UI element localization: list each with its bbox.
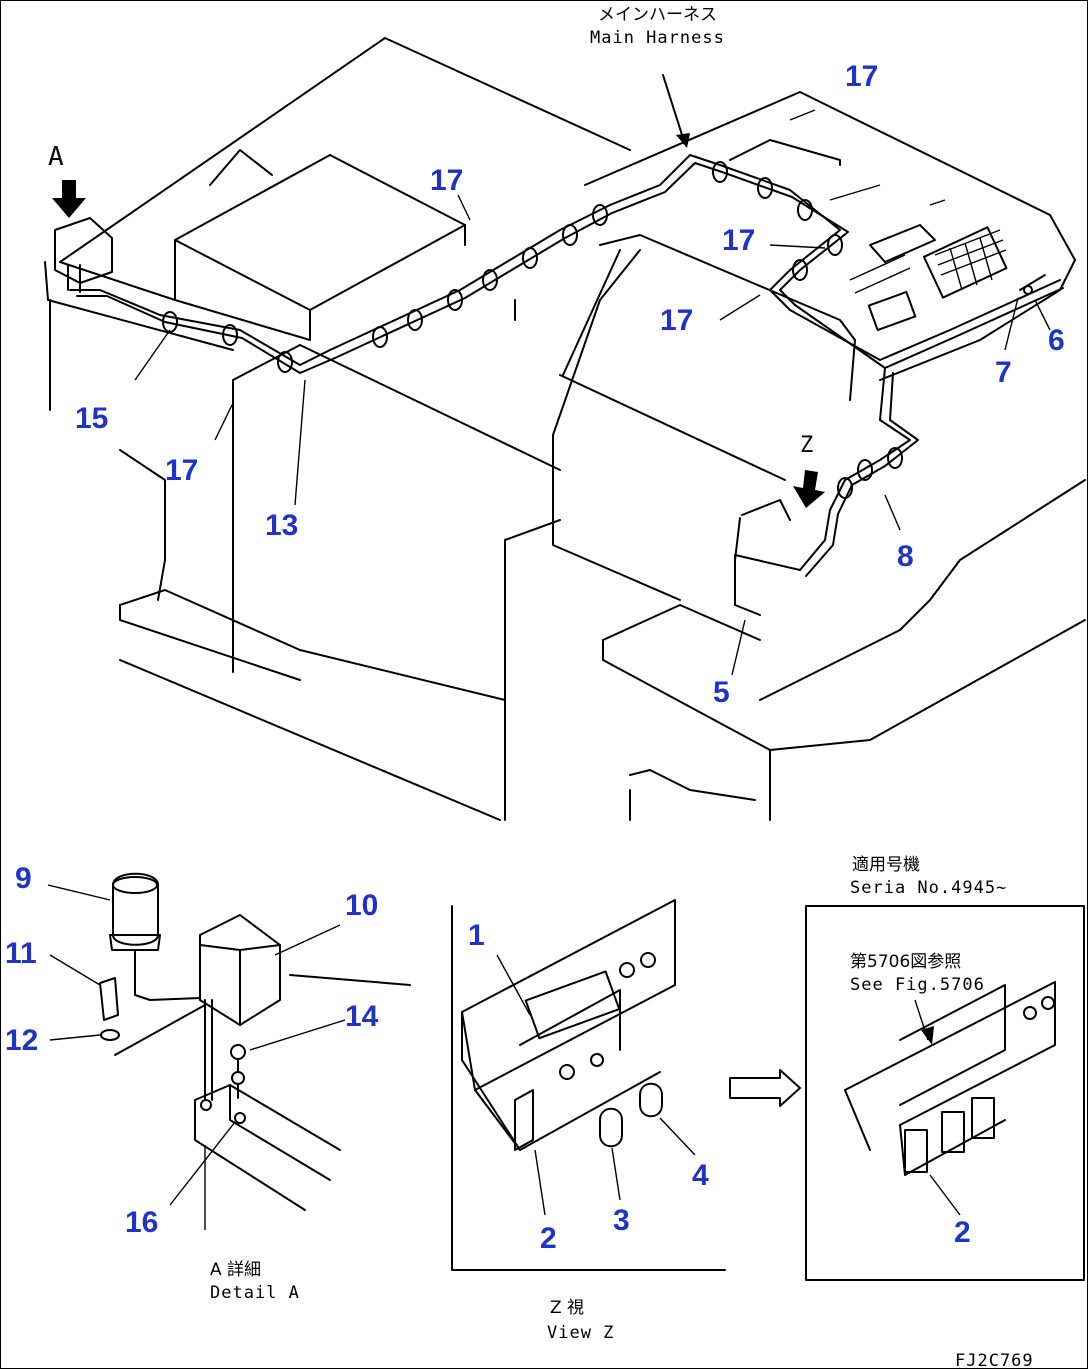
view-z-frame — [451, 905, 726, 1271]
leader-lines-serial — [914, 999, 961, 1216]
cab-roof-outline — [49, 37, 1086, 821]
see-fig-en-label: See Fig.5706 — [850, 975, 985, 995]
callout-8: 8 — [897, 540, 914, 573]
callout-14: 14 — [345, 1000, 379, 1033]
view-z-jp-label: Z 視 — [550, 1298, 584, 1318]
arrow-z-label: Z — [800, 433, 814, 458]
leader-lines-view-z — [496, 954, 696, 1216]
callout-13: 13 — [265, 509, 298, 542]
callout-17: 17 — [722, 224, 755, 257]
leader-lines-detail-a — [47, 884, 346, 1230]
detail-a-en-label: Detail A — [210, 1283, 300, 1303]
notes: メインハーネス Main Harness A Z 適用号機 Seria No.4… — [48, 5, 1034, 1371]
callout-6: 6 — [1048, 324, 1065, 357]
cab-control-components — [729, 139, 1046, 332]
serial-view-frame — [805, 905, 1085, 1281]
callout-16: 16 — [125, 1206, 158, 1239]
callout-3: 3 — [613, 1204, 630, 1237]
callout-17: 17 — [165, 454, 198, 487]
see-fig-jp-label: 第5706図参照 — [850, 952, 961, 972]
serial-en-label: Seria No.4945~ — [850, 878, 1007, 898]
leader-lines-main — [134, 109, 1051, 676]
callout-2: 2 — [954, 1216, 971, 1249]
transition-arrow — [729, 1069, 801, 1107]
callout-1: 1 — [468, 919, 485, 952]
callout-5: 5 — [713, 676, 730, 709]
serial-jp-label: 適用号機 — [852, 855, 920, 875]
arrow-a-label: A — [48, 142, 65, 172]
main-harness-jp-label: メインハーネス — [598, 5, 717, 25]
detail-a-jp-label: A 詳細 — [210, 1260, 261, 1280]
view-z-en-label: View Z — [547, 1323, 614, 1343]
main-harness-routing — [69, 154, 1064, 616]
callout-17: 17 — [845, 60, 878, 93]
callout-10: 10 — [345, 889, 378, 922]
serial-view-drawing — [844, 981, 1056, 1176]
callout-12: 12 — [5, 1024, 38, 1057]
callout-7: 7 — [995, 356, 1012, 389]
view-arrows — [52, 74, 825, 508]
callout-9: 9 — [15, 862, 32, 895]
callout-numbers: 17 17 17 17 17 15 13 6 7 8 5 9 10 11 12 … — [5, 60, 1065, 1255]
callout-2: 2 — [540, 1222, 557, 1255]
callout-17: 17 — [430, 164, 463, 197]
callout-11: 11 — [5, 937, 37, 970]
detail-a-drawing — [99, 872, 411, 1211]
harness-clamps — [162, 161, 903, 499]
lamp-bracket — [44, 217, 234, 351]
view-z-drawing — [461, 899, 676, 1151]
callout-15: 15 — [75, 402, 108, 435]
main-harness-en-label: Main Harness — [590, 28, 725, 48]
drawing-id: FJ2C769 — [955, 1351, 1034, 1371]
callout-4: 4 — [692, 1159, 709, 1192]
callout-17: 17 — [660, 304, 693, 337]
